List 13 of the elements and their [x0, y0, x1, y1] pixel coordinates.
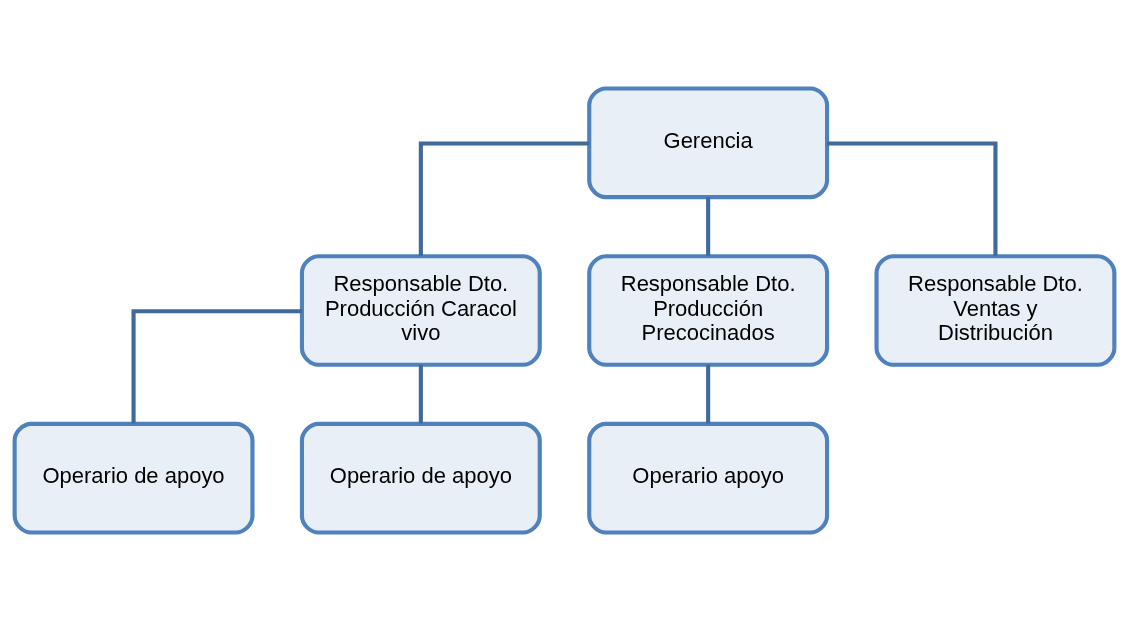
node-box: Responsable Dto. Producción Precocinados — [587, 253, 830, 367]
node-box: Gerencia — [587, 85, 830, 199]
node-box: Responsable Dto. Producción Caracol vivo — [299, 253, 542, 367]
node-box: Operario de apoyo — [12, 421, 255, 535]
node-box: Operario apoyo — [587, 421, 830, 535]
connector — [827, 140, 998, 256]
connector — [418, 364, 423, 423]
connector — [706, 196, 711, 256]
connector — [131, 308, 302, 423]
node-box: Operario de apoyo — [299, 421, 542, 535]
node-box: Responsable Dto. Ventas y Distribución — [874, 253, 1117, 367]
connector — [418, 140, 590, 256]
connector — [706, 364, 711, 423]
